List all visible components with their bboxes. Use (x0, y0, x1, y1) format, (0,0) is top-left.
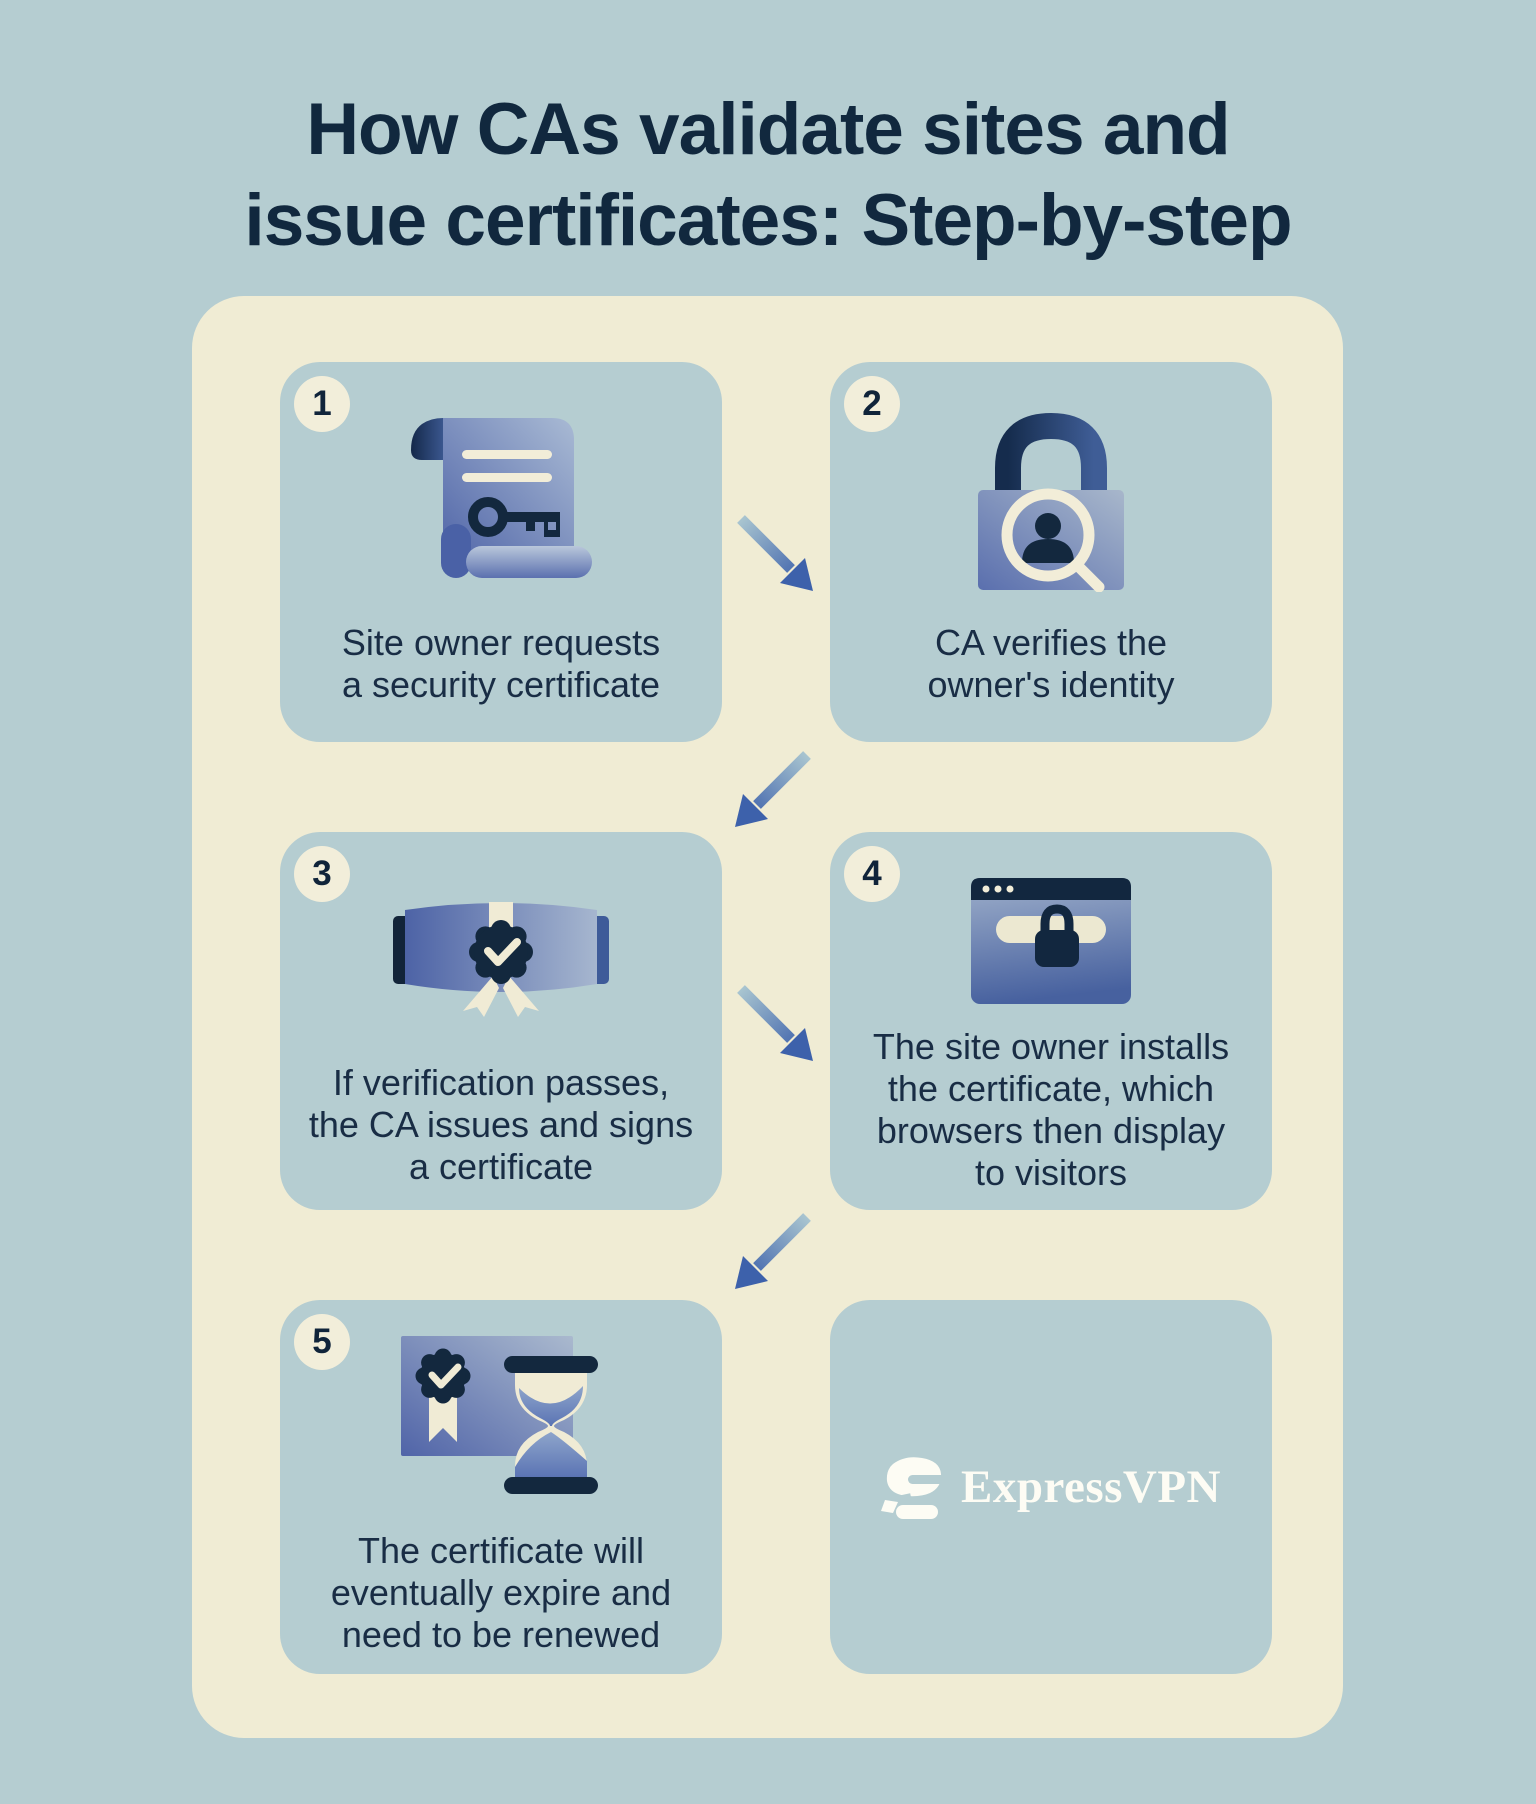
step-caption: The certificate will eventually expire a… (330, 1530, 672, 1655)
step-card-3: 3 (280, 832, 722, 1210)
step-card-1: 1 (280, 362, 722, 742)
step-number-badge: 4 (844, 846, 900, 902)
step-number-badge: 3 (294, 846, 350, 902)
step-card-5: 5 (280, 1300, 722, 1674)
browser-lock-icon (830, 878, 1272, 1004)
expressvpn-logo: ExpressVPN (880, 1455, 1222, 1519)
step-caption: The site owner installs the certificate,… (872, 1026, 1230, 1193)
brand-card: ExpressVPN (830, 1300, 1272, 1674)
step-caption: If verification passes, the CA issues an… (308, 1062, 694, 1187)
flow-arrow-4-5 (727, 1207, 817, 1297)
step-card-2: 2 CA verifies the owner's iden (830, 362, 1272, 742)
flow-arrow-1-2 (731, 509, 821, 599)
page-title: How CAs validate sites and issue certifi… (244, 89, 1292, 261)
expressvpn-logo-text: ExpressVPN (960, 1461, 1222, 1513)
scroll-key-certificate-icon (280, 414, 722, 586)
step-caption: CA verifies the owner's identity (927, 622, 1175, 705)
step-number-badge: 1 (294, 376, 350, 432)
step-caption: Site owner requests a security certifica… (341, 622, 661, 705)
padlock-magnifier-identity-icon (830, 404, 1272, 592)
step-number-badge: 2 (844, 376, 900, 432)
flow-arrow-2-3 (727, 745, 817, 835)
sealed-banner-certificate-icon (280, 890, 722, 1018)
step-number-badge: 5 (294, 1314, 350, 1370)
flow-arrow-3-4 (731, 979, 821, 1069)
expressvpn-logo-icon (880, 1457, 943, 1519)
certificate-hourglass-icon (280, 1336, 722, 1498)
step-card-4: 4 The site owner installs the certificat… (830, 832, 1272, 1210)
